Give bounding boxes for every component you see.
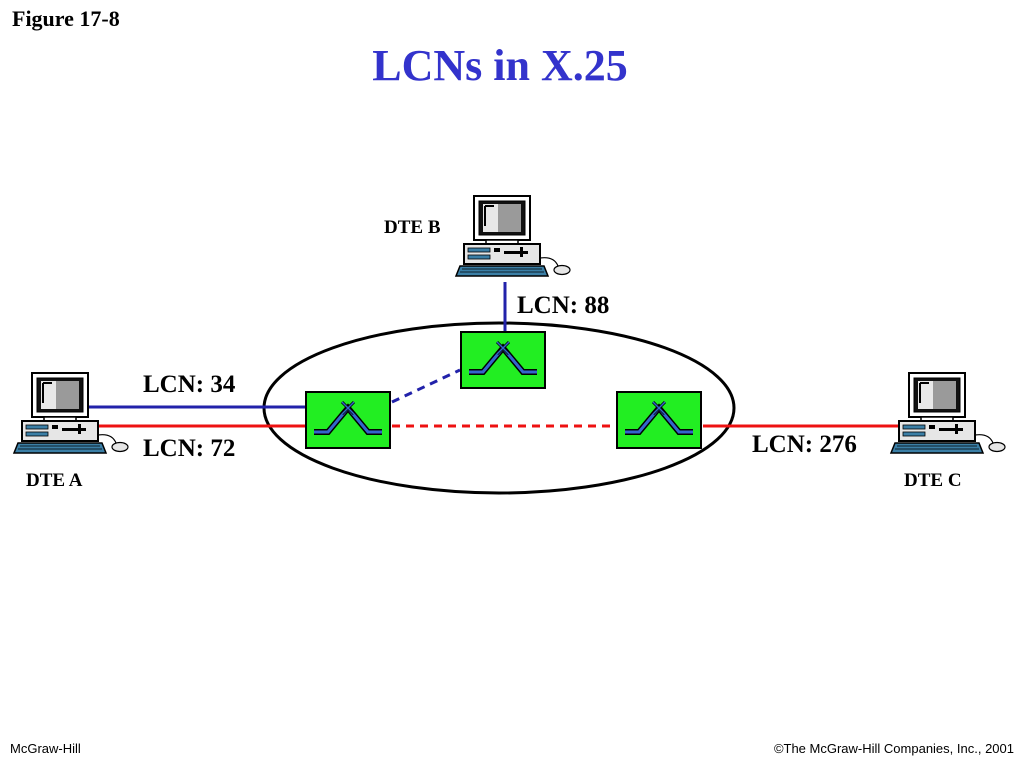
footer-publisher: McGraw-Hill [10, 741, 81, 756]
page-title: LCNs in X.25 [372, 41, 628, 90]
packet-switch-icon [617, 392, 701, 448]
lcn-276-label: LCN: 276 [752, 431, 857, 458]
lcn-72-label: LCN: 72 [143, 435, 235, 462]
packet-switch-icon [461, 332, 545, 388]
dte-c-label: DTE C [904, 470, 962, 491]
figure-label: Figure 17-8 [12, 6, 120, 31]
computer-icon [455, 195, 571, 277]
computer-icon [13, 372, 129, 454]
lcn-88-label: LCN: 88 [517, 292, 609, 319]
link-internal-blue [391, 368, 461, 404]
dte-b-label: DTE B [384, 217, 441, 238]
footer-copyright: ©The McGraw-Hill Companies, Inc., 2001 [773, 741, 1014, 756]
computer-icon [890, 372, 1006, 454]
dte-a-label: DTE A [26, 470, 83, 491]
lcn-34-label: LCN: 34 [143, 371, 236, 398]
packet-switch-icon [306, 392, 390, 448]
